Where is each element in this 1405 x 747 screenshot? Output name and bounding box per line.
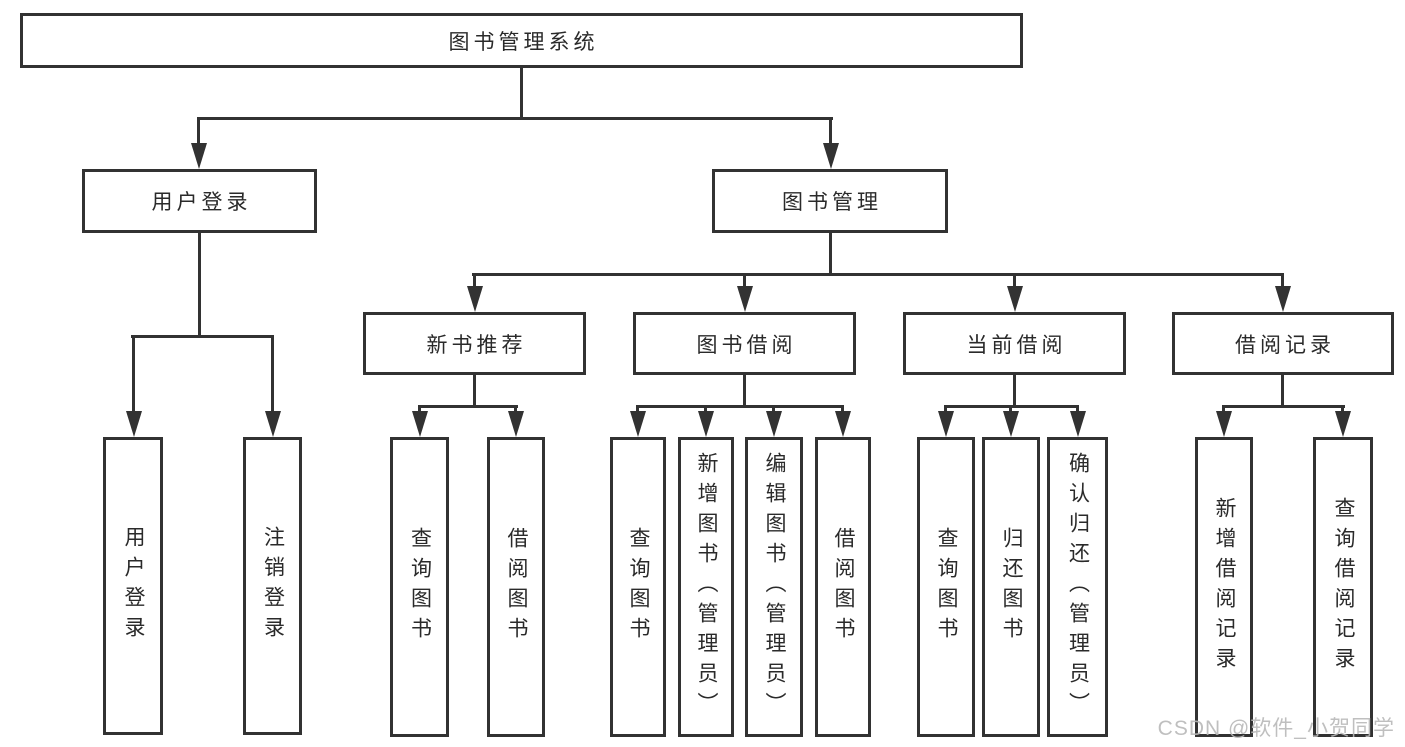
diagram-node-label: 新增图书（管理员） (695, 452, 718, 722)
diagram-node-nb-borrow-books: 借阅图书 (487, 437, 545, 737)
diagram-node-bb-add-books-admin: 新增图书（管理员） (678, 437, 734, 737)
diagram-node-user-login: 用户登录 (82, 169, 317, 233)
connector-line (743, 375, 746, 405)
arrow-down-icon (125, 411, 142, 437)
diagram-node-label: 新增借阅记录 (1213, 497, 1236, 677)
diagram-node-label: 确认归还（管理员） (1066, 452, 1090, 722)
diagram-node-nb-query-books: 查询图书 (390, 437, 449, 737)
diagram-node-library-management-system: 图书管理系统 (20, 13, 1023, 68)
connector-line (1341, 408, 1344, 413)
arrow-down-icon (834, 411, 851, 437)
diagram-node-label: 图书管理 (782, 191, 882, 214)
diagram-node-label: 当前借阅 (966, 333, 1067, 357)
arrow-down-icon (766, 411, 782, 437)
diagram-node-bb-query-books: 查询图书 (610, 437, 666, 737)
arrow-down-icon (190, 143, 207, 169)
diagram-node-label: 借阅图书 (832, 527, 855, 647)
csdn-watermark: CSDN @软件_小贺同学 (1157, 717, 1395, 740)
connector-line (418, 408, 421, 413)
arrow-down-icon (629, 411, 646, 437)
diagram-node-label: 查询图书 (627, 527, 650, 647)
diagram-node-user-login-action: 用户登录 (103, 437, 163, 735)
connector-line (520, 68, 523, 117)
arrow-down-icon (508, 411, 524, 437)
connector-line (197, 120, 200, 144)
diagram-node-label: 注销登录 (261, 526, 285, 646)
connector-line (418, 405, 518, 408)
arrow-down-icon (411, 411, 428, 437)
diagram-node-bb-borrow-books: 借阅图书 (815, 437, 871, 737)
connector-line (1076, 408, 1079, 413)
connector-line (1281, 276, 1284, 287)
diagram-node-label: 用户登录 (122, 526, 145, 646)
arrow-down-icon (264, 411, 281, 437)
connector-line (1222, 405, 1345, 408)
connector-line (514, 408, 517, 413)
connector-line (132, 338, 135, 412)
diagram-node-label: 图书借阅 (696, 333, 797, 357)
connector-line (473, 375, 476, 405)
diagram-node-book-borrowing: 图书借阅 (633, 312, 856, 375)
connector-line (743, 276, 746, 287)
connector-line (772, 408, 775, 413)
connector-line (841, 408, 844, 413)
diagram-node-current-borrowing: 当前借阅 (903, 312, 1126, 375)
arrow-down-icon (1335, 411, 1351, 437)
diagram-node-new-book-recommendation: 新书推荐 (363, 312, 586, 375)
connector-line (271, 338, 274, 412)
arrow-down-icon (697, 411, 714, 437)
connector-line (197, 117, 833, 120)
connector-line (829, 120, 832, 144)
arrow-down-icon (466, 286, 483, 312)
connector-line (636, 408, 639, 413)
connector-line (944, 405, 1079, 408)
arrow-down-icon (1275, 286, 1291, 312)
diagram-node-cb-query-books: 查询图书 (917, 437, 975, 737)
diagram-node-cb-confirm-return-admin: 确认归还（管理员） (1047, 437, 1108, 737)
connector-line (198, 233, 201, 335)
diagram-node-label: 归还图书 (1000, 527, 1023, 647)
arrow-down-icon (1003, 411, 1019, 437)
diagram-node-logout-action: 注销登录 (243, 437, 302, 735)
diagram-node-book-management: 图书管理 (712, 169, 948, 233)
diagram-node-label: 新书推荐 (426, 333, 527, 357)
connector-line (473, 276, 476, 287)
connector-line (1009, 408, 1012, 413)
diagram-node-label: 借阅图书 (505, 527, 528, 647)
arrow-down-icon (938, 411, 954, 437)
diagram-node-bb-edit-books-admin: 编辑图书（管理员） (745, 437, 803, 737)
diagram-node-label: 用户登录 (151, 191, 252, 214)
diagram-node-cb-return-books: 归还图书 (982, 437, 1040, 737)
diagram-node-label: 查询图书 (935, 527, 958, 647)
arrow-down-icon (1006, 286, 1023, 312)
connector-line (829, 233, 832, 273)
connector-line (704, 408, 707, 413)
diagram-node-label: 查询图书 (408, 527, 432, 647)
diagram-node-br-add-borrow-record: 新增借阅记录 (1195, 437, 1253, 737)
connector-line (1222, 408, 1225, 413)
connector-line (472, 273, 1284, 276)
connector-line (131, 335, 274, 338)
arrow-down-icon (736, 286, 753, 312)
connector-line (636, 405, 844, 408)
arrow-down-icon (1216, 411, 1232, 437)
diagram-node-borrowing-records: 借阅记录 (1172, 312, 1394, 375)
diagram-node-label: 编辑图书（管理员） (763, 452, 786, 722)
connector-line (944, 408, 947, 413)
diagram-node-label: 查询借阅记录 (1332, 497, 1355, 677)
arrow-down-icon (1069, 411, 1086, 437)
arrow-down-icon (822, 143, 839, 169)
connector-line (1013, 375, 1016, 405)
connector-line (1013, 276, 1016, 287)
diagram-node-br-query-borrow-record: 查询借阅记录 (1313, 437, 1373, 737)
connector-line (1281, 375, 1284, 405)
diagram-node-label: 图书管理系统 (448, 30, 599, 54)
diagram-node-label: 借阅记录 (1235, 333, 1335, 357)
